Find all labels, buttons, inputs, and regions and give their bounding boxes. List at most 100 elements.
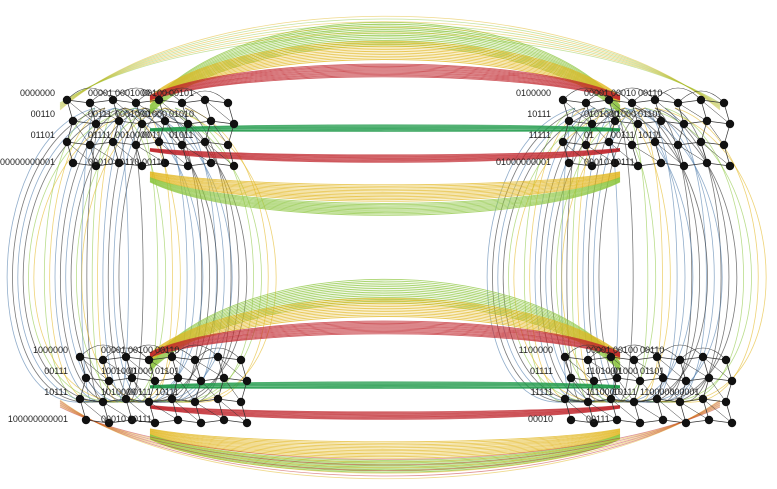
left-inner-arc — [174, 107, 217, 403]
right-outer-arc — [664, 107, 707, 403]
graph-node — [702, 116, 712, 126]
red-edge — [149, 71, 621, 99]
yellow-edge — [149, 171, 621, 186]
graph-node — [127, 373, 137, 383]
graph-node — [190, 397, 200, 407]
yellow-edge — [149, 176, 621, 201]
local-edge — [223, 377, 242, 403]
node-label: 01010 — [169, 109, 194, 119]
local-arc — [148, 347, 196, 361]
node-label: 00110 — [155, 345, 179, 355]
left-inner-arc — [124, 107, 144, 403]
lime-edge — [149, 282, 621, 364]
lime-edge — [149, 284, 621, 365]
graph-node — [587, 161, 597, 171]
local-arc — [102, 347, 150, 361]
right-outer-arc — [604, 107, 656, 403]
red-edge — [149, 406, 621, 417]
local-edge — [660, 120, 679, 146]
node-label: 01000 — [128, 366, 153, 376]
red-edge — [149, 321, 621, 354]
local-edge — [564, 356, 595, 382]
local-edge — [158, 99, 189, 125]
graph-node — [121, 352, 131, 362]
red-edge — [149, 322, 621, 354]
red-edge — [149, 324, 621, 355]
node-label: 01101 — [31, 130, 55, 140]
node-label: 1101000 — [586, 366, 620, 376]
graph-node — [219, 373, 229, 383]
graph-node — [85, 140, 95, 150]
red-edge — [149, 64, 621, 97]
node-label: 01000000001 — [496, 157, 551, 167]
local-edge — [616, 377, 635, 403]
local-arc — [79, 344, 127, 358]
left-outer-arc — [44, 107, 96, 403]
left-inner-arc — [144, 107, 211, 403]
right-inner-arc — [593, 107, 636, 403]
graph-node — [698, 352, 708, 362]
yellow-edge — [149, 301, 621, 355]
node-label: 11111 — [529, 130, 551, 140]
red-edge — [149, 75, 621, 101]
red-edge — [149, 150, 621, 162]
graph-node — [213, 394, 223, 404]
graph-node — [658, 373, 668, 383]
local-edge — [112, 141, 143, 167]
local-edge — [585, 144, 616, 164]
node-label: 01011 — [169, 130, 193, 140]
green-edge — [149, 385, 621, 388]
graph-node — [589, 376, 599, 386]
outer-envelope-edge — [59, 405, 721, 463]
local-edge — [171, 398, 202, 424]
graph-node — [236, 355, 246, 365]
yellow-edge — [149, 175, 621, 198]
right-outer-arc — [634, 107, 663, 403]
yellow-edge — [149, 428, 621, 443]
local-edge — [177, 377, 196, 403]
green-edge — [149, 126, 621, 130]
local-arc — [564, 344, 612, 358]
node-label: 01111 — [530, 366, 553, 376]
yellow-edge — [149, 171, 621, 187]
left-inner-arc — [134, 107, 159, 403]
graph-node — [604, 137, 614, 147]
node-label: 00111 — [128, 414, 152, 424]
graph-node — [177, 98, 187, 108]
node-label: 01000 — [613, 366, 638, 376]
left-outer-arc — [113, 107, 156, 403]
local-edge — [614, 120, 633, 146]
graph-node — [173, 373, 183, 383]
local-arc — [125, 344, 173, 358]
local-edge — [125, 398, 156, 424]
graph-node — [635, 376, 645, 386]
local-edge — [89, 144, 120, 164]
graph-node — [583, 355, 593, 365]
graph-node — [652, 394, 662, 404]
graph-node — [81, 373, 91, 383]
right-inner-arc — [582, 107, 616, 403]
yellow-edge — [149, 50, 621, 101]
red-edge — [149, 325, 621, 355]
yellow-edge — [149, 41, 621, 97]
local-edge — [562, 99, 593, 125]
red-edge — [149, 76, 621, 101]
right-inner-arc — [539, 107, 606, 403]
node-label: 10111 — [613, 387, 637, 397]
graph-node — [719, 98, 729, 108]
local-arc — [112, 87, 160, 101]
local-edge — [633, 359, 664, 379]
right-outer-arc — [614, 107, 671, 403]
graph-node — [98, 397, 108, 407]
local-arc — [135, 90, 183, 104]
yellow-edge — [149, 42, 621, 98]
graph-node — [68, 158, 78, 168]
local-edge — [570, 377, 589, 403]
node-label: 11111 — [531, 387, 553, 397]
node-label: 0011 — [142, 130, 161, 140]
green-edge — [149, 383, 621, 387]
local-edge — [171, 356, 202, 382]
local-arc — [654, 87, 702, 101]
yellow-edge — [149, 309, 621, 358]
graph-node — [223, 140, 233, 150]
